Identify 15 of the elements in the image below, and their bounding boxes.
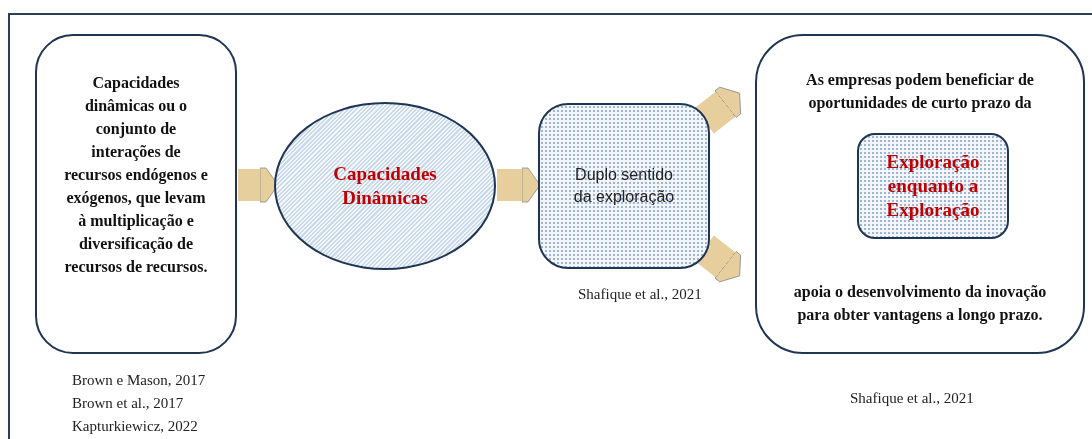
citation: Shafique et al., 2021 [850,390,974,407]
citation: Brown et al., 2017 [72,395,184,412]
citation: Brown e Mason, 2017 [72,372,206,389]
citation: Kapturkiewicz, 2022 [72,418,198,435]
node-text: Capacidades dinâmicas ou o conjunto de interações de recursos endógenos e exógenos, que levam à multiplicação e diversificação de recursos de recursos. [63,72,209,277]
node-text: Duplo sentido da exploração [572,165,676,207]
text-box [755,34,1085,354]
process-box [538,103,710,269]
node-text: As empresas podem beneficiar de oportunidades de curto prazo da [805,70,1035,114]
node-text: Capacidades Dinâmicas [332,162,438,210]
text-box [35,34,237,354]
citation: Shafique et al., 2021 [578,286,702,303]
highlight-box [857,133,1009,239]
node-text: Exploração enquanto a Exploração [885,150,981,222]
node-text: apoia o desenvolvimento da inovação para obter vantagens a longo prazo. [793,282,1047,326]
